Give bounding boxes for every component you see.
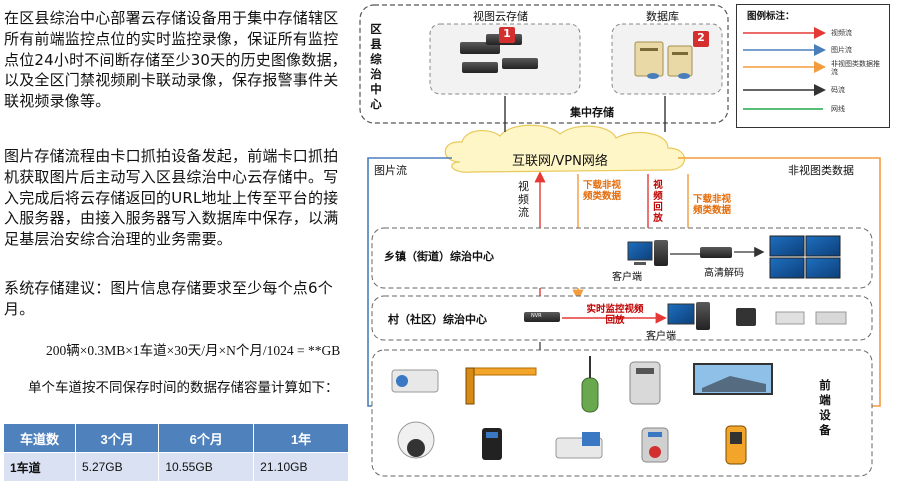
central-storage-label: 集中存储 xyxy=(570,106,614,119)
hd-decoder-label: 高清解码 xyxy=(704,268,744,279)
storage-capacity-table: 车道数 3个月 6个月 1年 1车道 5.27GB 10.55GB 21.10G… xyxy=(3,423,349,482)
dome-camera-icon xyxy=(397,421,435,459)
table-cell: 10.55GB xyxy=(158,452,255,482)
table-header-cell: 1年 xyxy=(253,423,349,453)
client-pc-icon xyxy=(627,240,668,266)
table-cell: 21.10GB xyxy=(253,452,349,482)
barrier-gate-icon xyxy=(465,367,537,405)
frontend-devices-label: 前端设备 xyxy=(819,378,831,437)
tablet-icon xyxy=(736,308,756,326)
village-center-label: 村（社区）综治中心 xyxy=(388,313,487,326)
legend-label-network: 网线 xyxy=(831,105,845,113)
badge-1 xyxy=(499,27,515,43)
badge-2-label: 2 xyxy=(697,31,705,44)
display-screen-icon xyxy=(693,363,773,395)
download-non-video-label: 下载非视频类数据 xyxy=(582,180,621,202)
table-header-cell: 车道数 xyxy=(3,423,76,453)
legend-title: 图例标注： xyxy=(747,11,795,22)
turnstile-icon xyxy=(629,361,661,405)
handheld-terminal-icon xyxy=(725,425,747,465)
township-center-box xyxy=(371,227,873,289)
cloud-storage-label: 视图云存储 xyxy=(473,10,528,23)
antenna-icon xyxy=(581,356,599,413)
district-center-label: 区县综治中心 xyxy=(370,22,382,111)
video-wall-icon xyxy=(769,235,841,279)
table-caption: 单个车道按不同保存时间的数据存储容量计算如下： xyxy=(28,380,339,396)
download-non-video-label: 下载非视频类数据 xyxy=(692,194,731,216)
legend-label-data: 非视图类数据推流 xyxy=(831,60,880,76)
nvr-label: NVR xyxy=(531,313,542,319)
client-pc-icon xyxy=(667,302,710,330)
table-cell: 1车道 xyxy=(3,452,76,482)
table-cell: 5.27GB xyxy=(74,452,160,482)
alarm-device-icon xyxy=(641,427,669,463)
storage-advice-paragraph: 系统存储建议：图片信息存储要求至少每个点6个月。 xyxy=(4,279,333,318)
storage-formula: 200辆×0.3MB×1车道×30天/月×N个月/1024 = **GB xyxy=(46,343,341,358)
database-server-icon xyxy=(634,41,693,79)
network-cloud xyxy=(444,124,685,173)
legend-label-video: 视频流 xyxy=(831,29,852,37)
video-playback-label: 视频回放 xyxy=(653,180,663,224)
legend-label-stream: 码流 xyxy=(831,86,845,94)
network-label: 互联网/VPN网络 xyxy=(512,154,608,169)
realtime-monitor-label: 实时监控视频回放 xyxy=(586,304,644,326)
badge-1-label: 1 xyxy=(503,27,511,40)
intro-paragraph: 在区县综治中心部署云存储设备用于集中存储辖区所有前端监控点位的实时监控录像，保证… xyxy=(4,9,347,111)
keyboard-icon xyxy=(775,311,805,325)
township-center-label: 乡镇（街道）综治中心 xyxy=(384,250,494,263)
video-stream-label: 视频流 xyxy=(518,180,529,219)
card-reader-icon xyxy=(555,432,603,459)
frontend-devices-box xyxy=(371,349,873,477)
image-stream-label: 图片流 xyxy=(374,164,407,177)
non-video-data-label: 非视图类数据 xyxy=(788,164,854,177)
client-label: 客户端 xyxy=(646,331,676,342)
database-label: 数据库 xyxy=(646,10,679,23)
router-icon xyxy=(815,311,847,325)
badge-2 xyxy=(693,31,709,47)
table-header-cell: 3个月 xyxy=(74,423,160,453)
legend-box: 图例标注： 视频流 图片流 非视图类数据推流 码流 网线 xyxy=(736,4,890,128)
table-row: 1车道 5.27GB 10.55GB 21.10GB xyxy=(3,452,349,482)
hd-decoder-icon xyxy=(700,247,732,258)
legend-label-image: 图片流 xyxy=(831,46,852,54)
access-keypad-icon xyxy=(482,428,502,460)
bullet-camera-icon xyxy=(391,369,439,393)
image-storage-paragraph: 图片存储流程由卡口抓拍设备发起，前端卡口抓拍机获取图片后主动写入区县综治中心云存… xyxy=(4,147,339,249)
table-header-row: 车道数 3个月 6个月 1年 xyxy=(3,423,349,453)
nvr-icon xyxy=(524,312,560,322)
client-label: 客户端 xyxy=(612,272,642,283)
